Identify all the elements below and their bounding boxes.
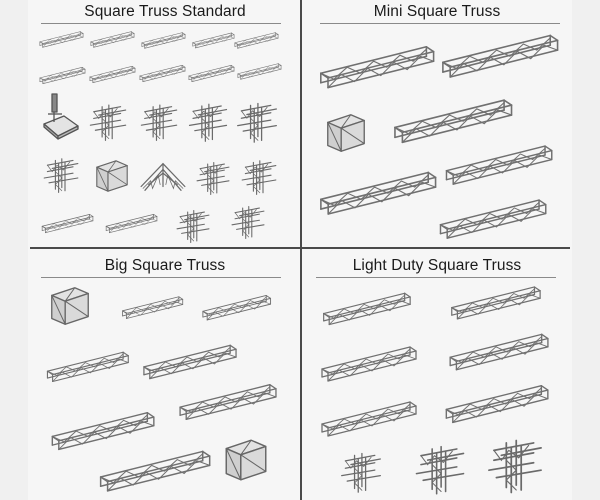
title-underline [41,23,281,24]
truss-straight-segment [233,30,279,50]
truss-straight-segment [236,61,282,81]
truss-straight-segment [140,29,186,51]
truss-5-way-junction [138,98,180,144]
light-truss-corner-vertical [412,440,468,496]
big-truss-straight-short [120,282,184,332]
panel-title: Square Truss Standard [84,3,246,20]
truss-straight-segment [38,28,84,50]
big-truss-straight-medium [44,338,130,394]
light-truss-straight-long [318,392,418,444]
truss-apex-joint [138,158,188,196]
mini-truss-straight-medium [438,26,560,84]
light-truss-2-way-corner [316,448,406,494]
title-underline [41,277,281,278]
truss-6-way-cross [226,202,270,240]
title-underline [320,23,560,24]
big-truss-straight-long [96,442,212,498]
panel-light-duty-square-truss: Light Duty Square Truss [302,249,572,500]
truss-straight-segment [88,64,136,84]
light-truss-straight-long [442,380,550,426]
truss-3-way-corner-down [170,206,216,244]
mini-truss-straight-long [442,140,554,188]
panel-square-truss-standard: Square Truss Standard [30,0,300,247]
panel-big-square-truss: Big Square Truss [30,249,300,500]
truss-2-way-corner [190,158,236,196]
truss-3-way-t-corner [238,156,280,196]
truss-2-way-corner-135 [104,208,158,238]
truss-4-way-junction [86,100,130,142]
panel-mini-square-truss: Mini Square Truss [302,0,572,247]
mini-truss-straight-long [316,165,438,219]
light-truss-straight-medium [318,336,418,390]
truss-straight-segment [38,65,86,85]
truss-straight-segment [191,30,235,50]
horizontal-divider [30,247,570,249]
panel-title: Big Square Truss [104,257,226,274]
big-truss-straight-short [200,280,272,334]
big-truss-straight-long [176,376,278,426]
light-truss-t-junction-vertical [484,432,546,496]
big-truss-box-corner [218,434,274,486]
panel-title: Mini Square Truss [373,3,501,20]
truss-t-junction [186,98,230,144]
truss-straight-segment [89,28,135,50]
truss-straight-segment [138,63,186,83]
truss-box-corner [92,156,132,196]
truss-2-way-corner-60 [40,208,94,238]
light-truss-straight-short [448,280,542,324]
panel-title: Light Duty Square Truss [352,257,522,274]
light-truss-straight-medium [446,326,550,376]
truss-3-way-corner [40,154,82,194]
mini-truss-box-corner [322,108,370,158]
title-underline [316,277,556,278]
mini-truss-straight-long [436,192,548,244]
truss-base-plate [40,90,80,144]
truss-straight-segment [187,63,235,83]
vertical-divider [300,0,302,500]
truss-4-way-corner [234,98,280,144]
big-truss-cube-section [44,282,96,330]
light-truss-straight-short [320,280,412,336]
